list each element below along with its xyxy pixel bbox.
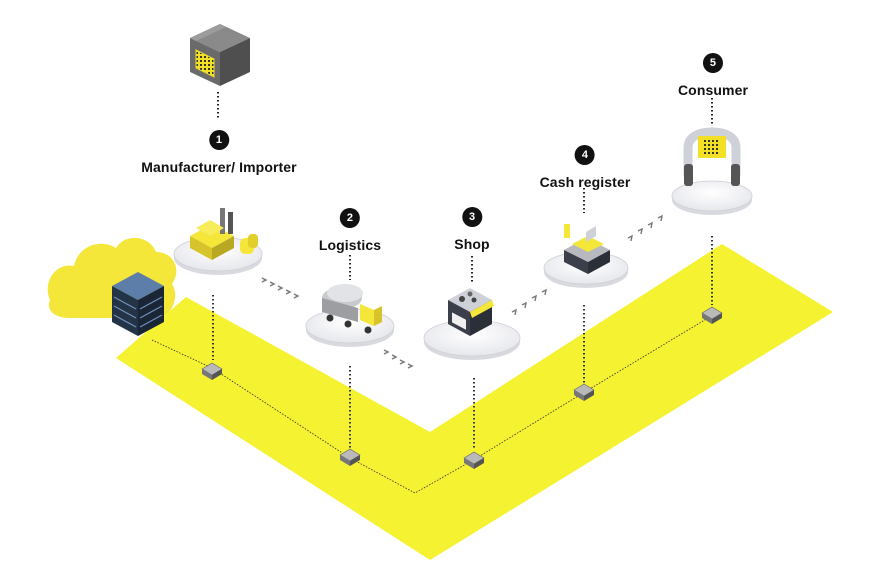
- step-label: Shop: [454, 236, 490, 252]
- chip-node-icon: [573, 383, 595, 401]
- platform-shop: [423, 319, 521, 360]
- phone-scan-icon: [683, 127, 741, 186]
- chip-node-icon: [339, 448, 361, 466]
- cash-register-icon: [564, 224, 610, 274]
- chip-node-icon: [463, 451, 485, 469]
- shop-icon: [448, 288, 494, 336]
- chip-node-icon: [201, 362, 223, 380]
- step-number-badge: 4: [574, 145, 595, 165]
- step-label: Consumer: [677, 82, 749, 98]
- step-shop: 3 Shop: [454, 207, 490, 252]
- step-number-badge: 2: [339, 208, 360, 228]
- step-number-badge: 3: [462, 207, 482, 227]
- step-cash-register: 4 Cash register: [540, 145, 631, 190]
- step-number-badge: 5: [702, 53, 723, 73]
- tanker-truck-icon: [322, 284, 382, 334]
- flow-arrows: [261, 214, 663, 369]
- step-number-badge: 1: [208, 130, 229, 150]
- step-label: Manufacturer/ Importer: [141, 159, 297, 175]
- label-connectors: [217, 92, 713, 282]
- platform-consumer: [671, 180, 753, 215]
- step-manufacturer: 1 Manufacturer/ Importer: [141, 130, 297, 175]
- step-consumer: 5 Consumer: [678, 53, 748, 98]
- factory-icon: [190, 208, 258, 260]
- drop-lines: [212, 236, 713, 450]
- chip-node-icon: [701, 306, 723, 324]
- cloud-server-icon: [47, 237, 177, 336]
- step-label: Logistics: [318, 237, 382, 253]
- step-logistics: 2 Logistics: [319, 208, 381, 253]
- yellow-ground-band: [116, 244, 833, 560]
- qr-box-icon: [190, 24, 250, 86]
- step-label: Cash register: [539, 174, 631, 190]
